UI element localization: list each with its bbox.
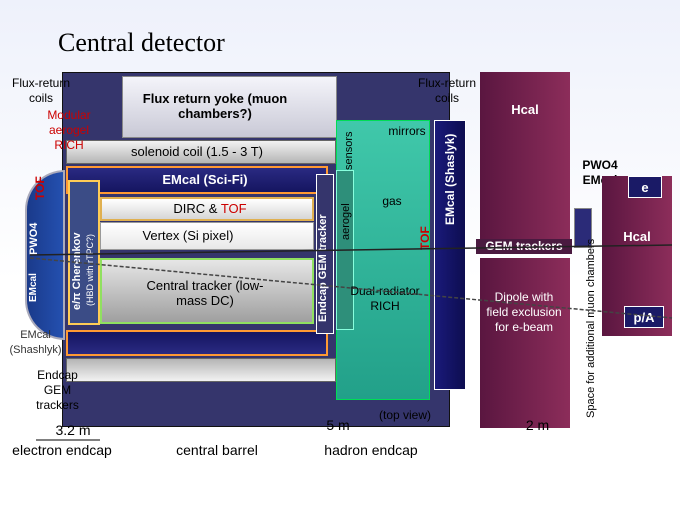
central-tracker xyxy=(100,258,314,324)
cherenkov-detector xyxy=(68,180,100,325)
e-beam-label: e xyxy=(641,180,649,195)
emcal-shaslyk-right xyxy=(434,120,466,390)
dirc-label: DIRC xyxy=(173,201,206,216)
e-beam-marker xyxy=(628,176,662,198)
modular-aerogel-rich-label: Modular aerogel RICH xyxy=(47,108,91,152)
endcap-gem-tracker xyxy=(316,174,334,334)
flux-return-coils-right-label: Flux-return coils xyxy=(418,76,477,105)
flux-return-coils-left-label: Flux-return coils xyxy=(11,76,70,105)
electron-endcap-label: electron endcap xyxy=(12,442,112,458)
gem-trackers-label: GEM trackers xyxy=(476,239,572,254)
central-tracker-label: Central tracker (low-mass DC) xyxy=(146,278,264,308)
dirc-layer xyxy=(100,197,314,221)
hadron-endcap-label: hadron endcap xyxy=(324,442,418,458)
pwo4-emcal-block xyxy=(574,208,592,248)
endcap-gem-trackers-label: Endcap GEM trackers xyxy=(36,368,79,412)
scale-left-label: 3.2 m xyxy=(55,422,91,438)
hcal-top-label: Hcal xyxy=(511,102,539,117)
vertex-layer xyxy=(100,222,314,250)
page-title: Central detector xyxy=(58,28,225,57)
electron-beam-line xyxy=(29,244,673,256)
yoke-label-panel xyxy=(122,76,337,138)
emcal-scifi-lower xyxy=(66,330,328,356)
scale-right-label: 2 m xyxy=(525,417,550,433)
dirc-tof-label: DIRC & TOF xyxy=(150,201,270,216)
emcal-shashlyk-left-label: EMcal (Shashlyk) xyxy=(9,329,62,356)
hcal-right-label: Hcal xyxy=(623,229,651,244)
hcal-top xyxy=(480,72,570,246)
flux-return-yoke-label: Flux return yoke (muon chambers?) xyxy=(142,91,288,121)
central-barrel-label: central barrel xyxy=(176,442,258,458)
solenoid-coil-label: solenoid coil (1.5 - 3 T) xyxy=(131,144,263,159)
hadron-beam-line xyxy=(29,257,673,319)
top-view-label: (top view) xyxy=(378,408,431,422)
pa-label: p/A xyxy=(633,310,655,325)
emcal-scifi-label: EMcal (Sci-Fi) xyxy=(162,172,248,187)
mirrors-label: mirrors xyxy=(388,124,426,138)
vertex-label: Vertex (Si pixel) xyxy=(142,228,234,243)
dirc-tof-text: TOF xyxy=(220,201,247,216)
scale-mid-label: 5 m xyxy=(326,417,350,433)
hcal-bottom xyxy=(480,258,570,428)
dirc-amp: & xyxy=(205,201,221,216)
dipole-label: Dipole with field exclusion for e-beam xyxy=(486,290,562,334)
solenoid-coil-lower xyxy=(66,358,336,382)
solenoid-coil xyxy=(66,140,336,164)
gas-label: gas xyxy=(382,194,402,208)
